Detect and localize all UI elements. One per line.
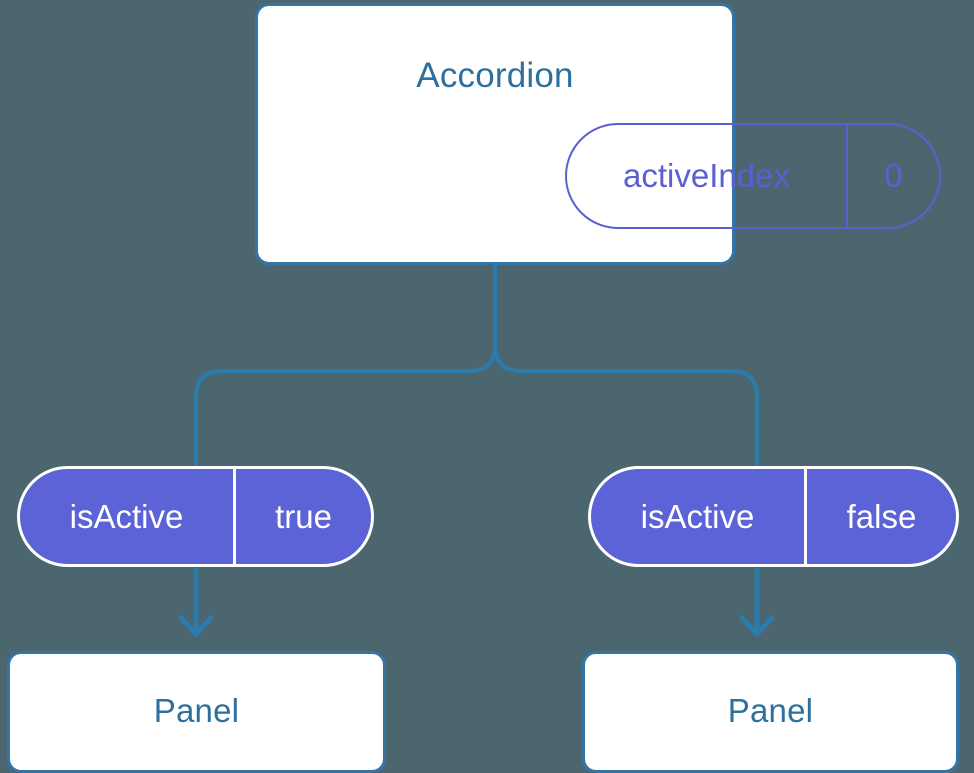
arrow-right-head-icon — [739, 615, 775, 637]
active-index-key: activeIndex — [567, 125, 848, 227]
is-active-false-pill[interactable]: isActive false — [588, 466, 959, 567]
panel-node-left[interactable]: Panel — [7, 651, 386, 773]
accordion-node[interactable]: Accordion activeIndex 0 — [255, 3, 941, 265]
is-active-true-key: isActive — [20, 469, 236, 564]
accordion-title: Accordion — [416, 56, 574, 95]
is-active-false-value: false — [846, 497, 917, 535]
panel-left-title: Panel — [153, 692, 240, 729]
panel-node-right[interactable]: Panel — [582, 651, 959, 773]
is-active-true-pill[interactable]: isActive true — [17, 466, 374, 567]
edge-trunk-split — [194, 263, 497, 468]
is-active-true-value: true — [275, 497, 332, 535]
panel-right-title: Panel — [727, 692, 814, 729]
active-index-value: 0 — [884, 157, 903, 194]
active-index-state-pill[interactable]: activeIndex 0 — [565, 123, 941, 229]
edge-trunk-split-right — [493, 263, 759, 468]
is-active-false-key: isActive — [591, 469, 807, 564]
arrow-left-head-icon — [178, 615, 214, 637]
